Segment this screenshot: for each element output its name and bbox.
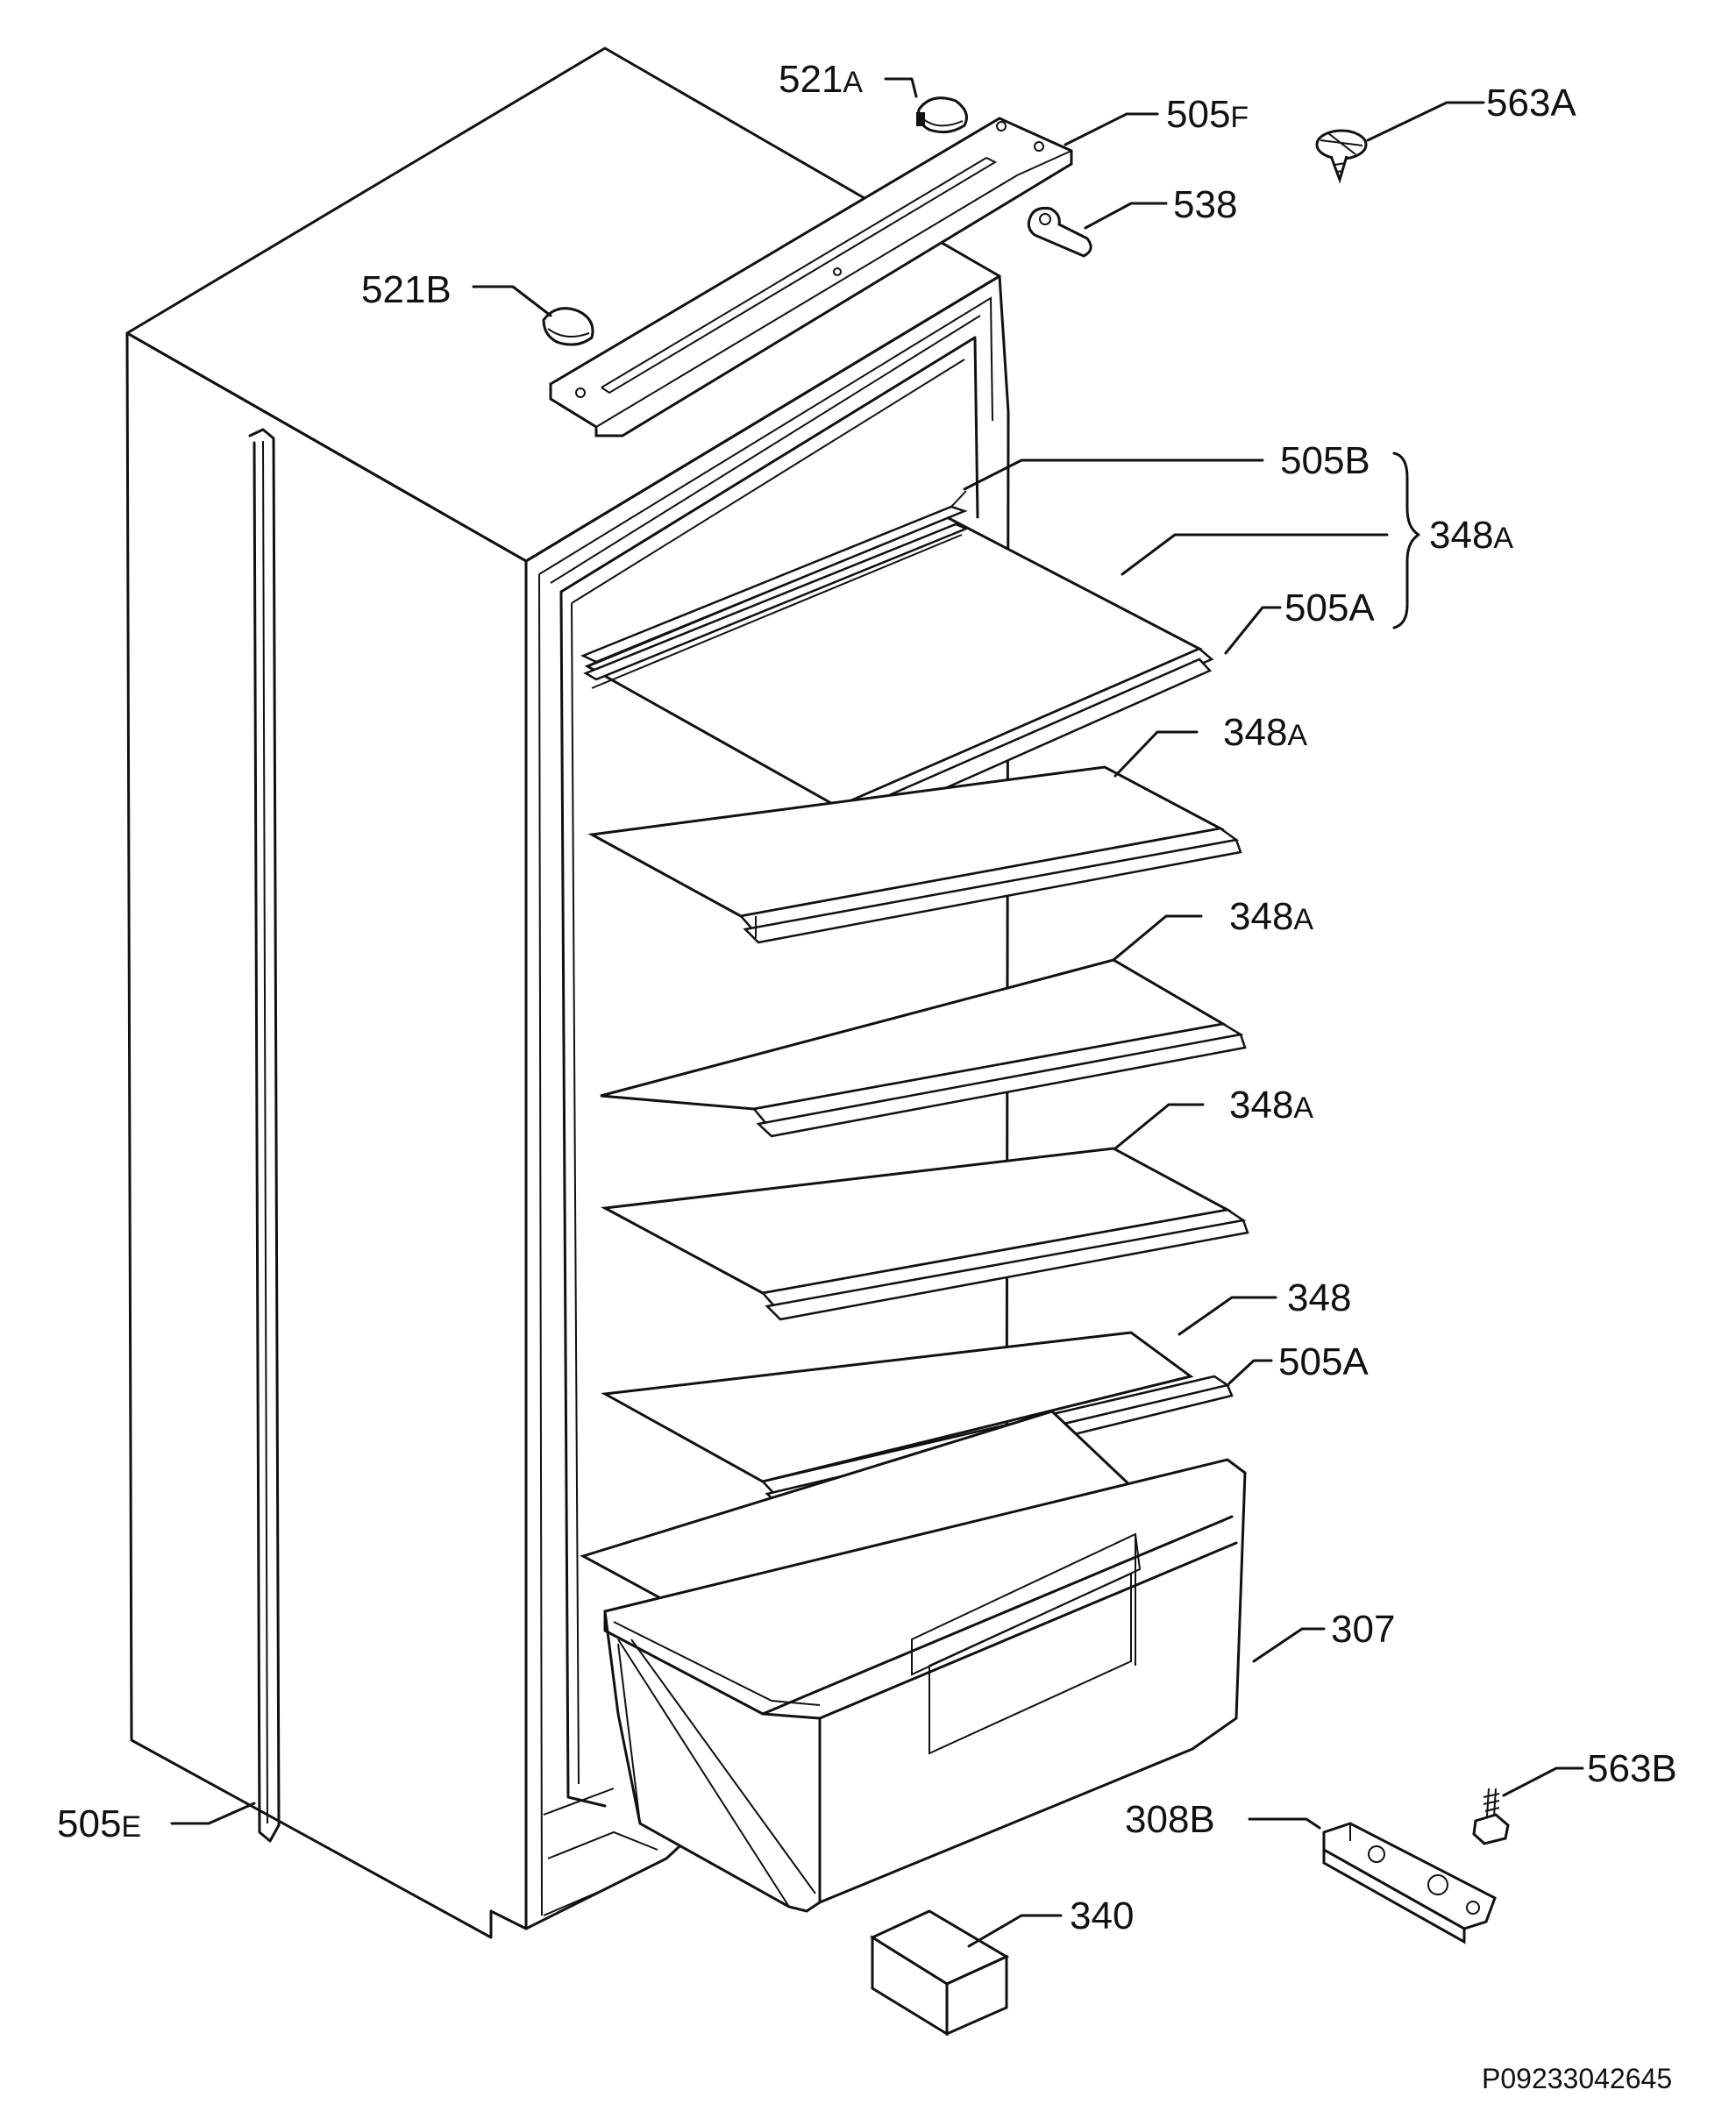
label-563a: 563A xyxy=(1486,82,1576,124)
part-521a-cap xyxy=(916,96,968,134)
part-563a-screw xyxy=(1315,129,1368,184)
cabinet-body xyxy=(125,46,1010,1939)
part-505e-seal-strip xyxy=(248,428,281,1843)
part-labels: 521A 505F 563A 538 521B 505B 348A 505A 3… xyxy=(57,58,1677,2094)
brace-348a-group xyxy=(1392,451,1420,629)
label-505e: 505E xyxy=(57,1802,141,1845)
label-521a: 521A xyxy=(779,58,863,101)
part-308b-hinge xyxy=(1322,1822,1497,1944)
label-308b: 308B xyxy=(1125,1798,1215,1841)
label-348a-group: 348A xyxy=(1429,514,1513,557)
part-538-hinge-pin xyxy=(1027,207,1092,258)
part-563b-screw xyxy=(1472,1788,1510,1845)
label-563b: 563B xyxy=(1587,1747,1677,1790)
part-521b-cap xyxy=(542,307,594,346)
label-348a-2: 348A xyxy=(1229,895,1313,938)
label-521b: 521B xyxy=(361,268,452,311)
label-505a-bottom: 505A xyxy=(1278,1340,1369,1383)
label-348a-1: 348A xyxy=(1223,711,1307,754)
part-505f-top-plate xyxy=(549,117,1073,437)
label-505b: 505B xyxy=(1280,439,1370,482)
label-348: 348 xyxy=(1287,1276,1351,1319)
shelf-2 xyxy=(600,958,1247,1138)
label-348a-3: 348A xyxy=(1229,1084,1313,1127)
top-shelf-assembly xyxy=(580,490,1214,833)
label-538: 538 xyxy=(1173,183,1237,226)
drawing-code: P09233042645 xyxy=(1482,2063,1672,2094)
label-340: 340 xyxy=(1070,1894,1134,1937)
leader-lines xyxy=(170,77,1584,1948)
shelf-3 xyxy=(601,1147,1249,1321)
label-505f: 505F xyxy=(1166,93,1249,136)
label-505a-top: 505A xyxy=(1284,586,1375,629)
part-340-block xyxy=(869,1909,1010,2036)
label-307: 307 xyxy=(1331,1608,1395,1651)
shelf-1 xyxy=(587,765,1242,944)
part-307-crisper-drawer xyxy=(603,1458,1247,1913)
